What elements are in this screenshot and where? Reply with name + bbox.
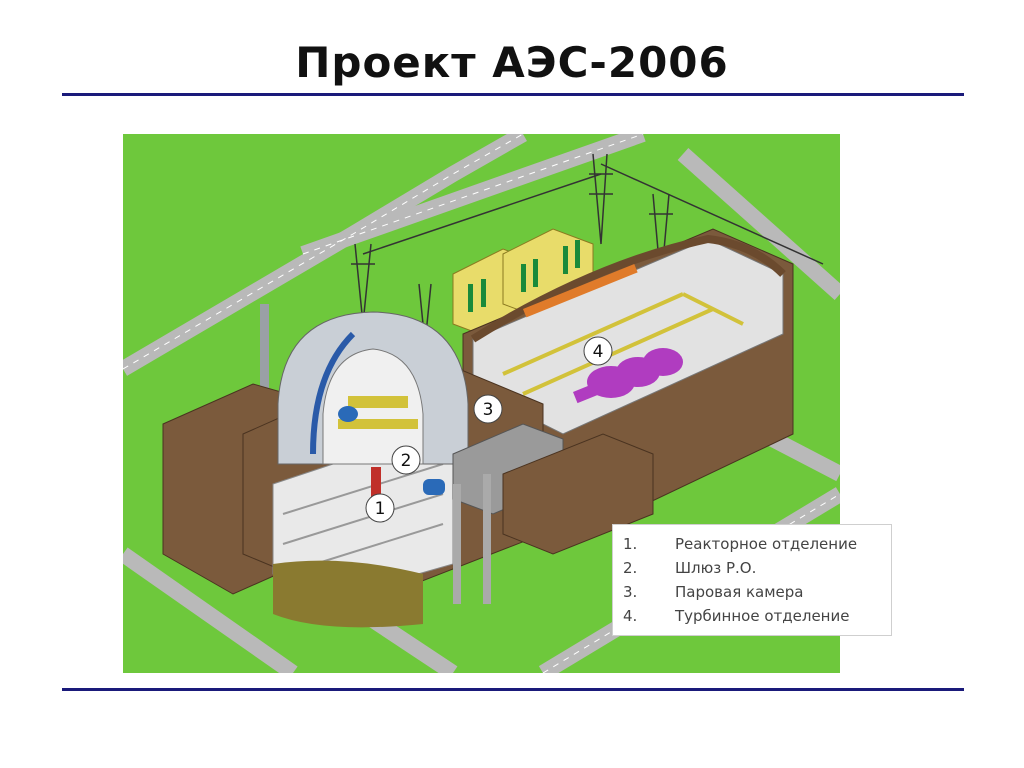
callout-1-label: 1 — [375, 499, 386, 519]
legend-item-text: Шлюз Р.О. — [675, 559, 757, 577]
callout-4-label: 4 — [593, 342, 604, 362]
legend-item-number: 2. — [623, 559, 638, 577]
callout-2-label: 2 — [401, 451, 412, 471]
containment-dome — [277, 311, 469, 465]
legend-item-text: Паровая камера — [675, 583, 804, 601]
callout-4: 4 — [583, 336, 613, 366]
legend-item: 4. Турбинное отделение — [623, 604, 891, 628]
footer-divider — [62, 688, 964, 691]
legend-item: 3. Паровая камера — [623, 580, 891, 604]
callout-3: 3 — [473, 394, 503, 424]
legend-item-number: 4. — [623, 607, 638, 625]
legend-item-text: Реакторное отделение — [675, 535, 858, 553]
npp-cutaway-illustration: 1 2 3 4 — [123, 134, 840, 673]
title-divider — [62, 93, 964, 96]
legend-item: 2. Шлюз Р.О. — [623, 556, 891, 580]
callout-3-label: 3 — [483, 400, 494, 420]
legend-item-number: 1. — [623, 535, 638, 553]
callout-2: 2 — [391, 445, 421, 475]
ventilation-stack — [260, 304, 269, 454]
legend-box: 1. Реакторное отделение 2. Шлюз Р.О. 3. … — [612, 524, 892, 636]
legend-item: 1. Реакторное отделение — [623, 532, 891, 556]
slide-title: Проект АЭС-2006 — [295, 38, 729, 87]
legend-item-text: Турбинное отделение — [675, 607, 850, 625]
turbine-generator-units — [573, 348, 683, 404]
callout-1: 1 — [365, 493, 395, 523]
legend-item-number: 3. — [623, 583, 638, 601]
